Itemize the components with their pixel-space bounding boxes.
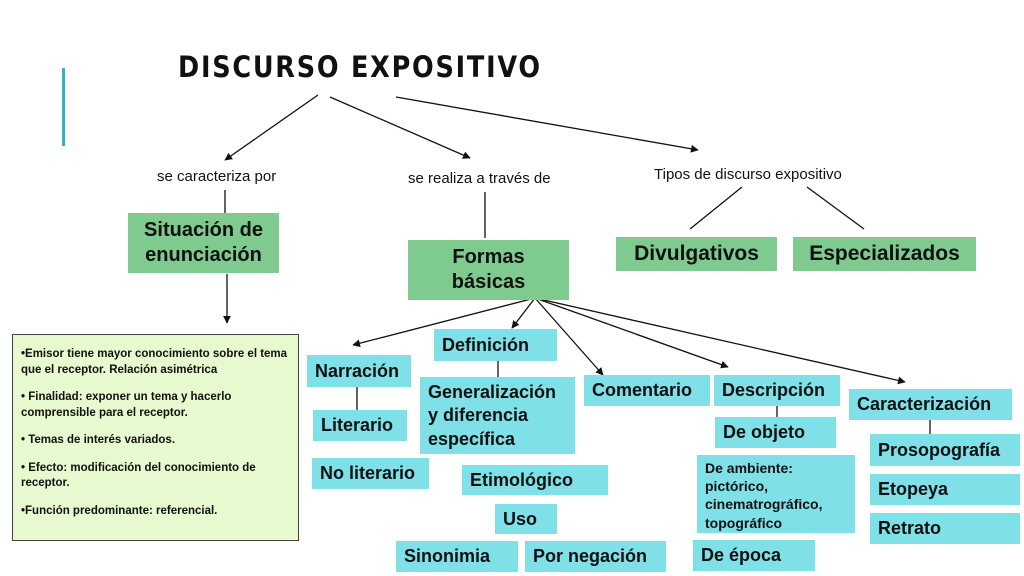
arrow-title-to-types xyxy=(395,96,699,153)
arrow-formas-to-caracterizacion xyxy=(534,297,906,385)
arrow-formas-to-definicion xyxy=(511,297,536,329)
arrow-title-to-characterized xyxy=(224,94,319,161)
box-comentario: Comentario xyxy=(584,375,710,406)
box-formas: Formas básicas xyxy=(408,240,569,300)
line-types-to-divulgativos xyxy=(689,186,743,230)
note-item: •Emisor tiene mayor conocimiento sobre e… xyxy=(21,348,288,376)
note-item: • Temas de interés variados. xyxy=(21,434,176,447)
label-types: Tipos de discurso expositivo xyxy=(654,166,842,183)
note-item: • Efecto: modificación del conocimiento … xyxy=(21,461,256,490)
arrow-formas-to-descripcion xyxy=(534,297,729,369)
label-characterized: se caracteriza por xyxy=(157,168,277,185)
box-situacion: Situación de enunciación xyxy=(128,213,279,273)
box-especializados: Especializados xyxy=(793,237,976,271)
box-de-epoca: De época xyxy=(693,540,815,571)
characteristics-notes: •Emisor tiene mayor conocimiento sobre e… xyxy=(12,334,299,541)
box-sinonimia: Sinonimia xyxy=(396,541,518,572)
box-generalizacion: Generalización y diferencia específica xyxy=(420,377,575,454)
box-caracterizacion: Caracterización xyxy=(849,389,1012,420)
accent-bar xyxy=(62,68,65,146)
box-etopeya: Etopeya xyxy=(870,474,1020,505)
label-realized: se realiza a través de xyxy=(408,170,551,187)
box-literario: Literario xyxy=(313,410,407,441)
box-de-objeto: De objeto xyxy=(715,417,836,448)
box-uso: Uso xyxy=(495,504,557,534)
box-retrato: Retrato xyxy=(870,513,1020,544)
note-item: •Función predominante: referencial. xyxy=(21,504,218,517)
box-narracion: Narración xyxy=(307,355,411,387)
note-item: • Finalidad: exponer un tema y hacerlo c… xyxy=(21,391,232,419)
page-title: DISCURSO EXPOSITIVO xyxy=(178,50,542,84)
arrow-title-to-realized xyxy=(329,96,471,159)
box-prosopografia: Prosopografía xyxy=(870,434,1020,466)
box-por-negacion: Por negación xyxy=(525,541,666,572)
box-descripcion: Descripción xyxy=(714,375,840,406)
box-no-literario: No literario xyxy=(312,458,429,489)
box-definicion: Definición xyxy=(434,329,557,361)
box-divulgativos: Divulgativos xyxy=(616,237,777,271)
box-de-ambiente: De ambiente: pictórico, cinematrográfico… xyxy=(697,455,855,533)
box-etimologico: Etimológico xyxy=(462,465,608,495)
line-types-to-especializados xyxy=(806,186,865,230)
